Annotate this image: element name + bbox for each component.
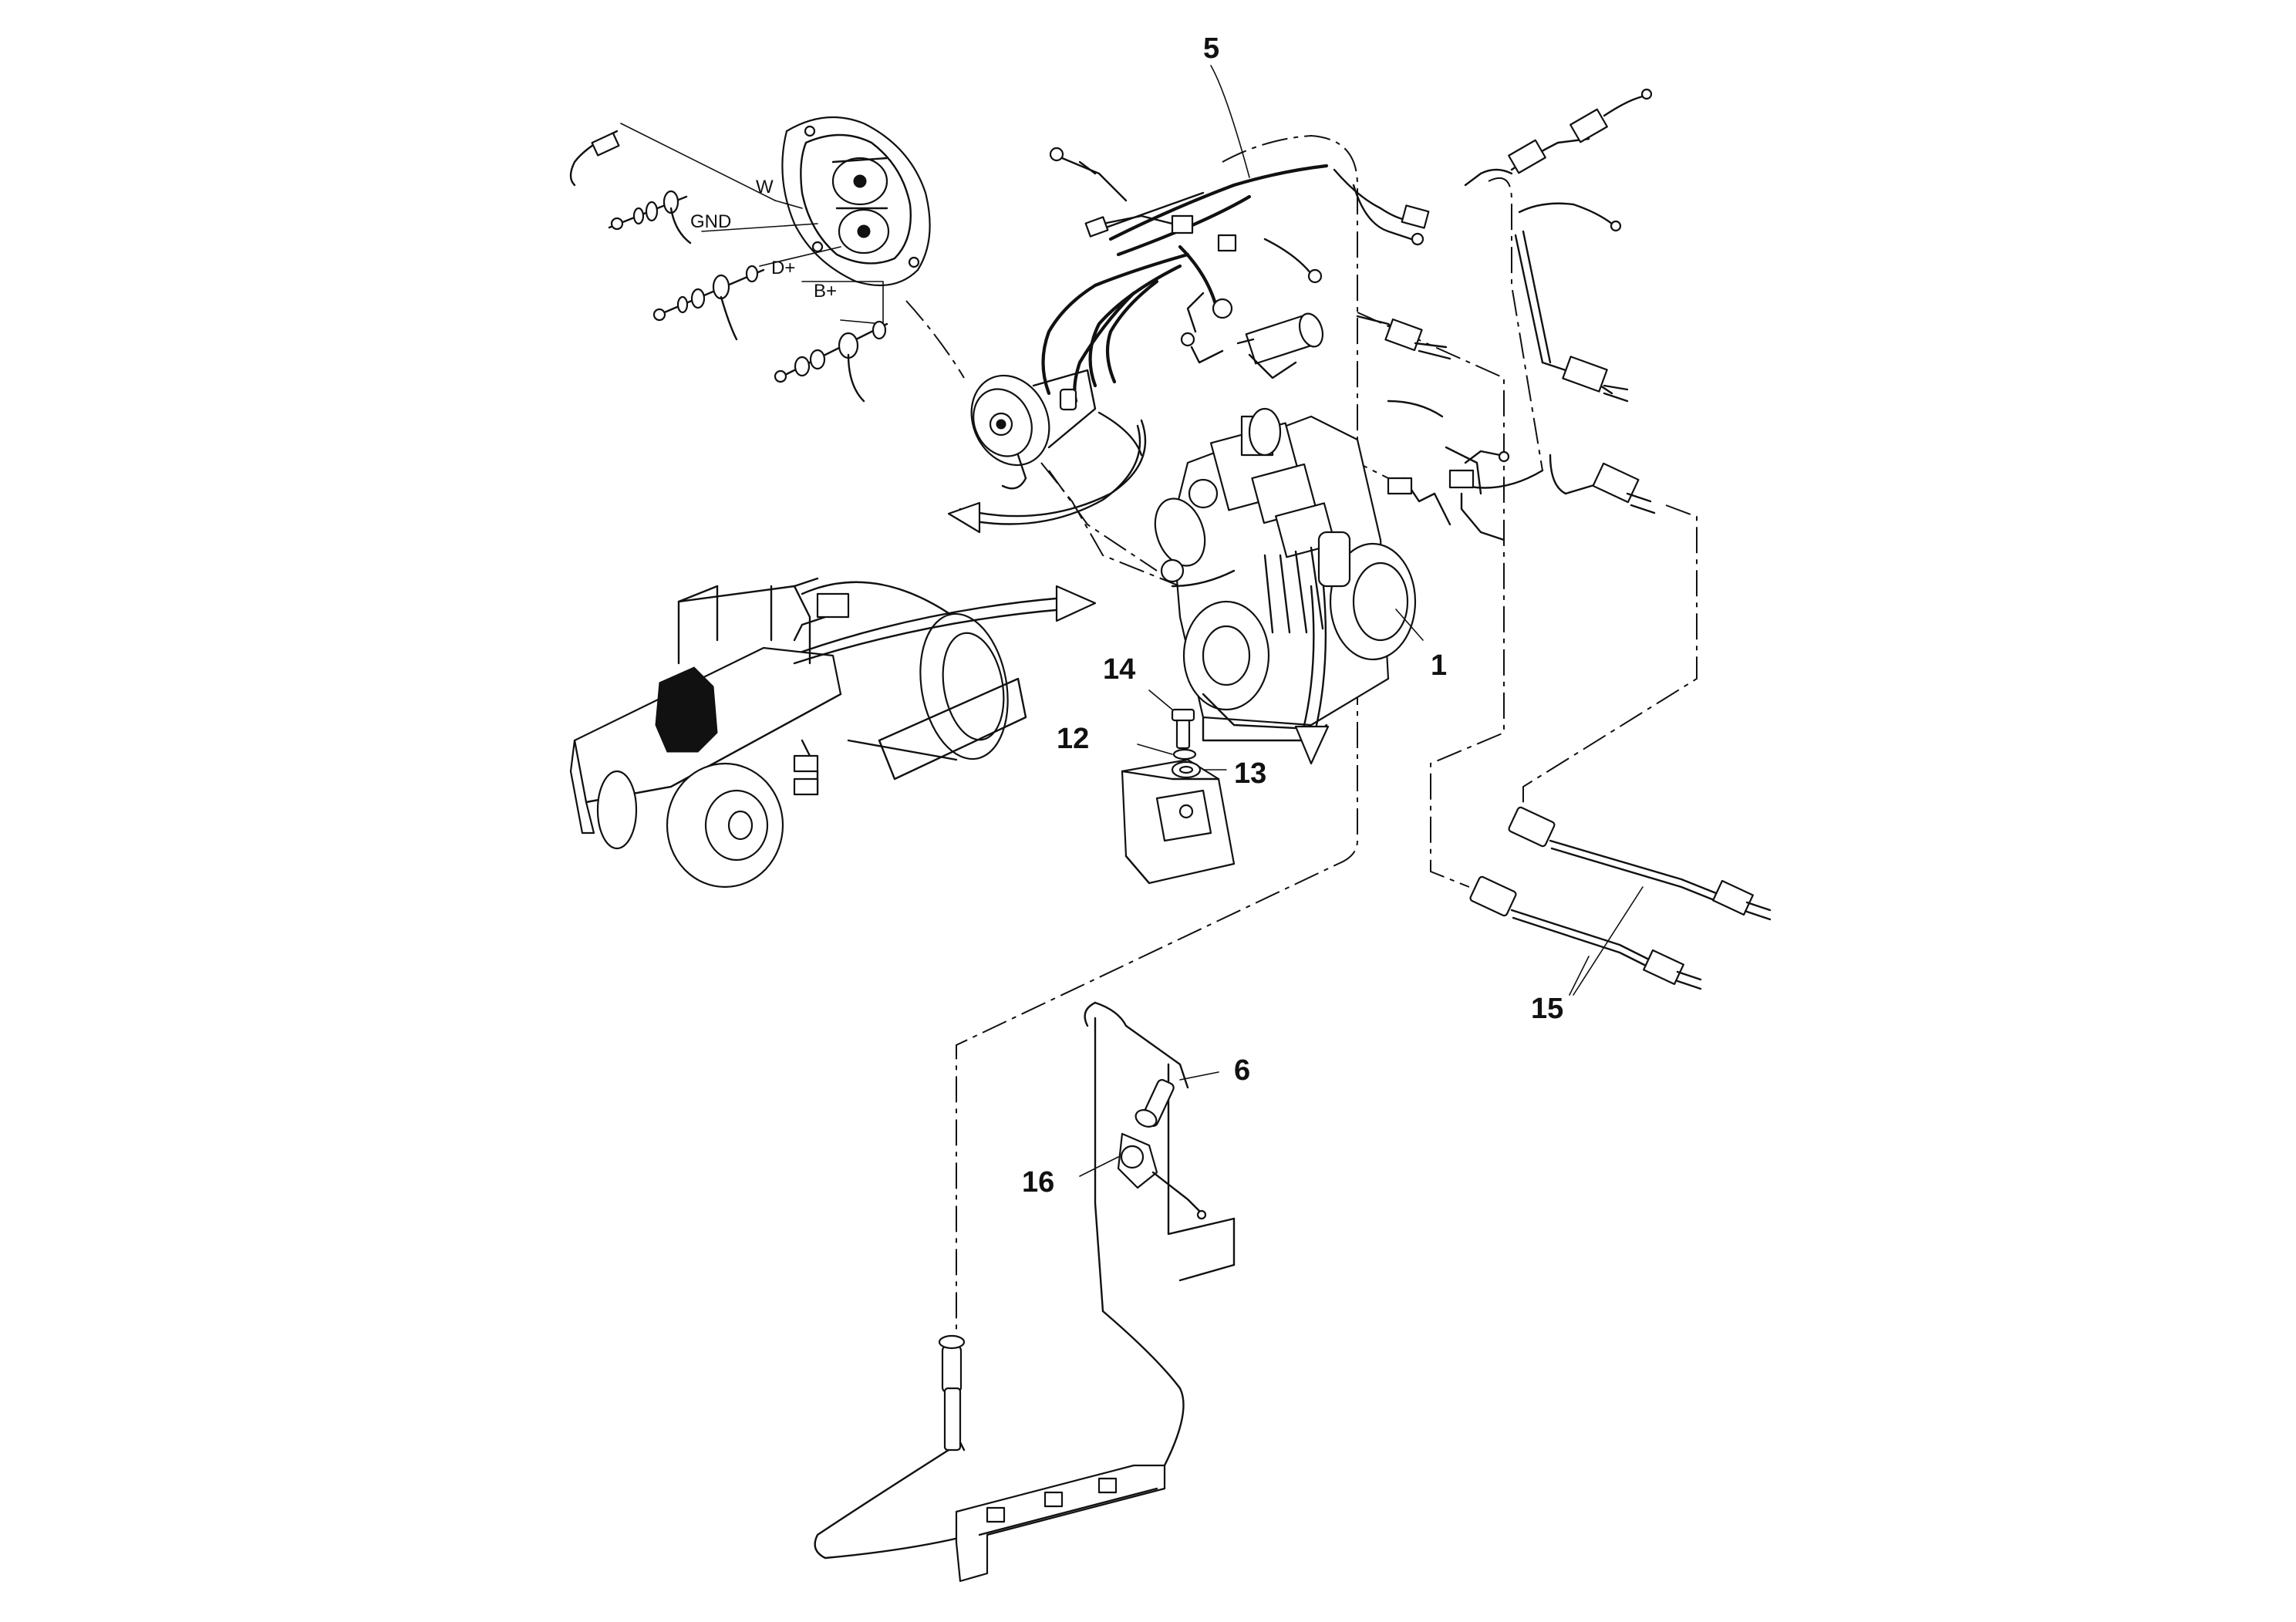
callout-14: 14 [1103,653,1135,686]
callout-13: 13 [1234,757,1266,790]
callout-5: 5 [1203,32,1219,65]
terminal-gnd-label: GND [690,211,731,232]
engine [1146,409,1450,764]
callout-15: 15 [1531,993,1563,1025]
alternator-exploded: W GND D+ B+ [571,117,930,401]
terminal-d-plus-label: D+ [771,258,795,278]
callout-12: 12 [1057,723,1089,755]
callout-6: 6 [1234,1054,1250,1087]
terminal-b-plus-label: B+ [814,281,837,302]
sensor-cables [1469,807,1770,995]
road-roller-machine [571,578,1095,887]
wiring-harness [1043,148,1451,401]
washer-stack-2 [654,266,764,339]
right-harness [1388,89,1654,540]
callouts: 1 5 6 12 13 14 15 16 [1022,32,1563,1199]
terminal-w-label: W [756,177,774,197]
alternator [949,363,1157,571]
callout-1: 1 [1431,649,1447,682]
washer-stack-1 [609,191,690,243]
callout-5-leader [1211,66,1249,177]
washer-stack-3 [775,322,887,401]
engine-mount [1122,690,1234,883]
coolant-hose-assembly [815,1003,1234,1581]
callout-16: 16 [1022,1166,1054,1199]
